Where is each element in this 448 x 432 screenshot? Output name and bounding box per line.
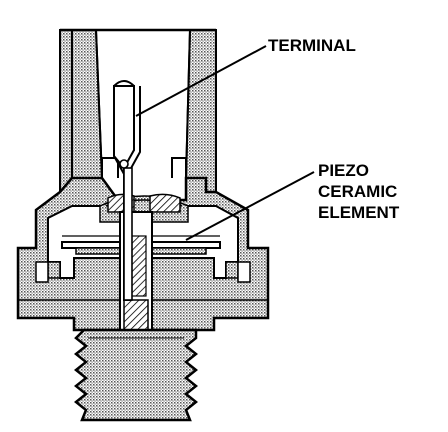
threaded-shank — [73, 328, 199, 422]
piezo-label-line1: PIEZO — [318, 161, 369, 180]
piezo-label-line2: CERAMIC — [318, 182, 397, 201]
terminal-pin — [113, 80, 141, 301]
terminal-callout: TERMINAL — [135, 36, 356, 117]
terminal-label: TERMINAL — [268, 36, 356, 55]
piezo-callout: PIEZO CERAMIC ELEMENT — [185, 161, 400, 241]
piezo-label-line3: ELEMENT — [318, 203, 400, 222]
connector-housing — [59, 28, 217, 195]
